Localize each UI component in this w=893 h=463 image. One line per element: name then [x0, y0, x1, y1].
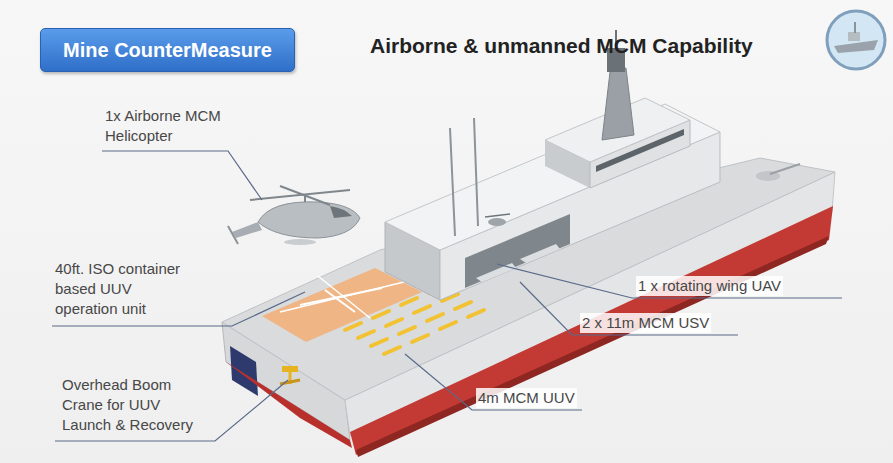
callout-label: 1 x rotating wing UAV [636, 276, 783, 296]
callout-label: 2 x 11m MCM USV [580, 313, 711, 333]
uuv-rows [345, 286, 484, 354]
uav [485, 214, 510, 226]
callout-label: 40ft. ISO container based UUV operation … [55, 259, 190, 319]
section-badge: Mine CounterMeasure [40, 28, 295, 72]
mcm-helicopter [228, 186, 360, 245]
callout-label: 4m MCM UUV [476, 388, 577, 408]
callout-label: Overhead Boom Crane for UUV Launch & Rec… [62, 375, 207, 435]
callout-label: 1x Airborne MCM Helicopter [105, 106, 245, 146]
badge-text: Mine CounterMeasure [63, 39, 272, 62]
leader-lines [52, 151, 842, 441]
logo-emblem [827, 11, 885, 69]
heading-title: Airborne & unmanned MCM Capability [370, 34, 753, 58]
boom-crane [280, 366, 300, 384]
